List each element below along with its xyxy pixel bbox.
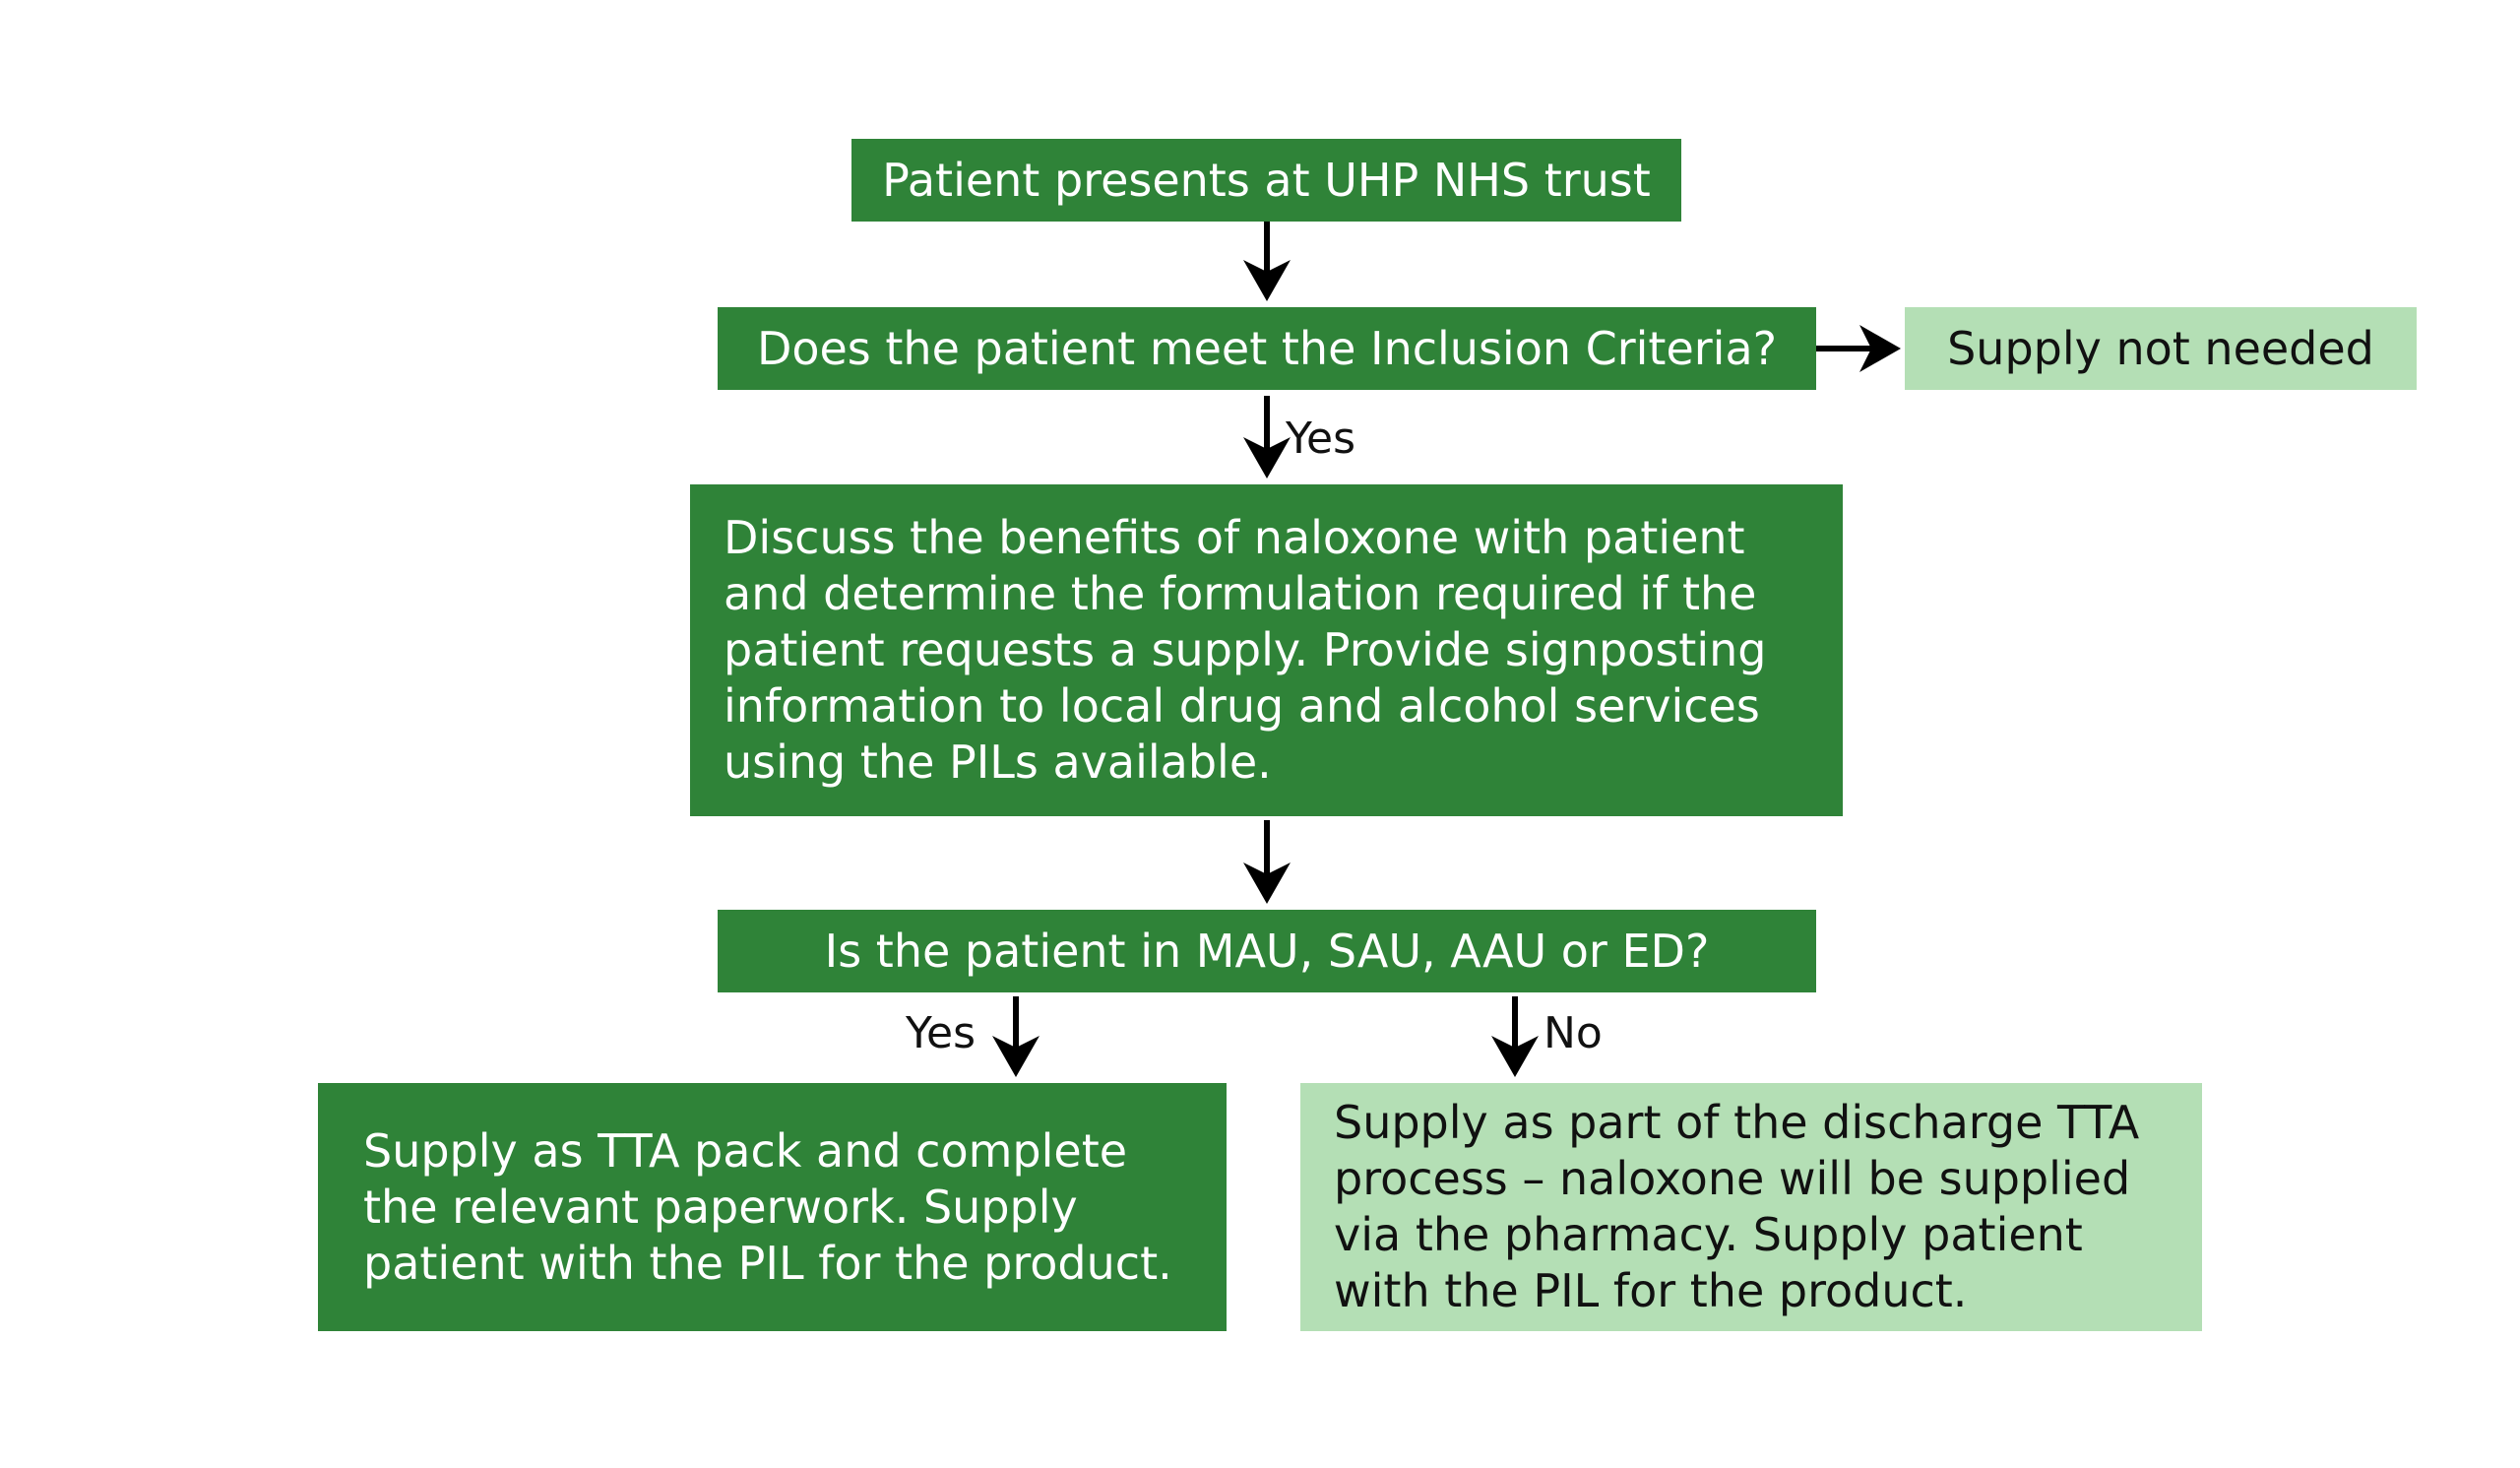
node-inclusion-text: Does the patient meet the Inclusion Crit… (756, 321, 1778, 375)
node-discuss: Discuss the benefits of naloxone with pa… (690, 484, 1843, 816)
node-location: Is the patient in MAU, SAU, AAU or ED? (718, 910, 1816, 992)
label-inclusion-yes: Yes (1286, 414, 1356, 464)
label-location-no: No (1544, 1008, 1603, 1058)
node-start-text: Patient presents at UHP NHS trust (882, 153, 1651, 207)
node-discharge: Supply as part of the discharge TTA proc… (1300, 1083, 2202, 1331)
node-location-text: Is the patient in MAU, SAU, AAU or ED? (824, 924, 1710, 978)
node-tta-pack: Supply as TTA pack and complete the rele… (318, 1083, 1227, 1331)
node-start: Patient presents at UHP NHS trust (851, 139, 1681, 222)
node-discharge-text: Supply as part of the discharge TTA proc… (1334, 1096, 2140, 1317)
node-tta-pack-text: Supply as TTA pack and complete the rele… (363, 1123, 1172, 1290)
node-not-needed-text: Supply not needed (1947, 321, 2374, 375)
node-not-needed: Supply not needed (1905, 307, 2417, 390)
node-discuss-text: Discuss the benefits of naloxone with pa… (724, 511, 1767, 789)
node-inclusion: Does the patient meet the Inclusion Crit… (718, 307, 1816, 390)
label-location-yes: Yes (906, 1008, 976, 1058)
